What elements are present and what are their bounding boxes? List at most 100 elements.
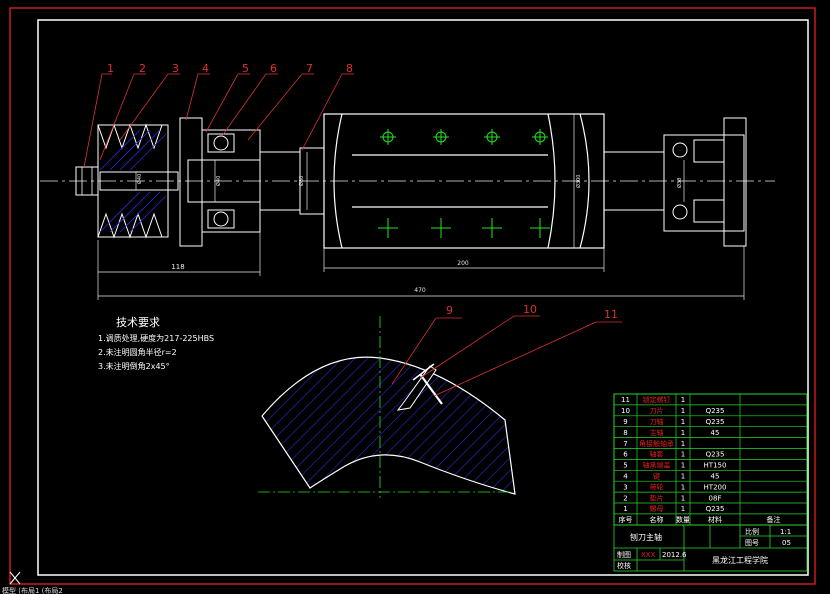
bom-cell-name: 锁定螺钉 — [643, 395, 671, 404]
leader-line-18 — [391, 317, 437, 385]
right-bearing-housing — [663, 117, 747, 247]
pulley-bore — [99, 171, 179, 191]
bearing-seat-bottom — [207, 209, 235, 229]
part-number-8: 8 — [346, 62, 353, 75]
leader-line-12 — [221, 73, 267, 137]
status-bar-tabs[interactable]: 模型 (布局1 (布局2 — [2, 586, 63, 594]
blade-and-screw — [396, 363, 443, 411]
section-number-9: 9 — [446, 304, 453, 317]
dim-phi-end: Ø38 — [676, 178, 683, 188]
pulley-hatch-line-4 — [129, 133, 167, 171]
leader-line-2 — [83, 73, 103, 168]
drum-end-right — [579, 113, 590, 249]
tech-line-2: 2.未注明圆角半径r=2 — [98, 347, 177, 357]
title-check-label: 校核 — [617, 561, 631, 570]
bom-cell-no: 3 — [623, 483, 627, 491]
drum-arc-left — [333, 113, 343, 249]
title-sheet-label: 图号 — [745, 539, 759, 547]
drum-bolt-holes — [378, 129, 550, 238]
bom-cell-no: 9 — [623, 418, 627, 426]
bom-cell-no: 11 — [621, 396, 630, 404]
tech-line-1: 1.调质处理,硬度为217-225HBS — [98, 333, 214, 343]
bom-cell-no: 5 — [623, 462, 627, 470]
right-housing-cap — [723, 117, 747, 247]
bom-cell-no: 7 — [623, 440, 627, 448]
right-bearing-ball-bottom — [672, 204, 688, 220]
part-number-3: 3 — [172, 62, 179, 75]
title-scale-value: 1:1 — [780, 528, 791, 536]
outer-frame — [9, 7, 816, 585]
bom-cell-mat: 45 — [711, 473, 720, 481]
leader-line-6 — [119, 73, 169, 141]
leader-line-8 — [185, 73, 199, 121]
section-number-10: 10 — [523, 303, 537, 316]
bom-cell-no: 8 — [623, 429, 627, 437]
bom-cell-no: 2 — [623, 494, 627, 502]
cross-section-view: 9 10 11 — [258, 303, 622, 498]
pulley-hatch-line-8 — [129, 195, 167, 233]
leader-line-14 — [247, 73, 303, 141]
tech-title: 技术要求 — [116, 316, 160, 329]
dim-phi-hub: Ø40 — [215, 176, 222, 186]
part-number-2: 2 — [139, 62, 146, 75]
part-leaders — [83, 73, 354, 168]
part-number-6: 6 — [270, 62, 277, 75]
leader-line-20 — [419, 315, 515, 379]
inner-frame — [37, 19, 809, 576]
bom-cell-name: 带轮 — [650, 482, 664, 491]
leader-line-22 — [433, 321, 597, 397]
right-housing-body — [663, 134, 745, 232]
dim-470: 470 — [414, 287, 426, 294]
bom-cell-name: 螺母 — [650, 504, 664, 513]
pulley-hatch-line-3 — [119, 129, 161, 171]
bom-cell-name: 轴套 — [650, 450, 664, 459]
bom-cell-mat: 45 — [711, 429, 720, 437]
bom-cell-name: 刀片 — [650, 406, 664, 415]
bom-cell-name: 主轴 — [650, 428, 664, 437]
bom-cell-mat: HT150 — [704, 462, 727, 470]
right-bearing-ball-top — [672, 142, 688, 158]
bom-header-note: 备注 — [767, 515, 781, 524]
part-number-5: 5 — [242, 62, 249, 75]
pulley-groove-bottom — [97, 212, 168, 239]
pulley-hatch-line-7 — [119, 191, 161, 233]
title-drawn-name: XXX — [641, 551, 656, 559]
pulley-hatch-line — [99, 129, 141, 171]
bom-header-mat: 材料 — [708, 515, 722, 524]
drum-arc-right — [547, 113, 556, 249]
bom-cell-name: 垫片 — [650, 493, 664, 502]
ucs-axis-2 — [9, 571, 21, 585]
bom-cell-qty: 1 — [681, 407, 685, 415]
leader-line-10 — [205, 73, 239, 133]
bom-header-qty: 数量 — [676, 515, 690, 524]
bom-cell-qty: 1 — [681, 494, 685, 502]
bom-cell-mat: 08F — [709, 494, 722, 502]
cutter-drum — [323, 113, 605, 249]
right-bearing-seat-top — [693, 139, 725, 163]
title-date: 2012.6 — [662, 551, 687, 559]
dim-phi-shaft: Ø80 — [298, 176, 305, 186]
dim-phi-pulley: Ø40 — [136, 174, 143, 184]
title-school: 黑龙江工程学院 — [712, 555, 768, 565]
bearing-ball-top — [213, 135, 229, 151]
bom-cell-qty: 1 — [681, 451, 685, 459]
bom-cell-mat: HT200 — [704, 483, 727, 491]
section-body — [261, 356, 516, 495]
title-block — [613, 524, 808, 572]
assembly-view: 118 470 200 Ø40 Ø40 Ø80 Ø300 Ø38 1 2 3 4… — [40, 62, 775, 300]
right-bearing-seat-bottom — [693, 199, 725, 223]
status-bar — [0, 585, 830, 594]
bom-cell-qty: 1 — [681, 396, 685, 404]
blade — [396, 365, 437, 411]
pulley-hatch-line-6 — [109, 191, 151, 233]
bom-cell-no: 4 — [623, 473, 628, 481]
pulley-hatch-top — [99, 129, 167, 233]
bom-cell-qty: 1 — [681, 483, 685, 491]
bom-cell-mat: Q235 — [706, 451, 725, 459]
blade-line — [419, 373, 443, 405]
ucs-icon — [9, 571, 21, 585]
bom-cell-mat: Q235 — [706, 407, 725, 415]
leader-line-16 — [301, 73, 343, 151]
title-drawing-name: 刨刀主轴 — [630, 532, 662, 542]
